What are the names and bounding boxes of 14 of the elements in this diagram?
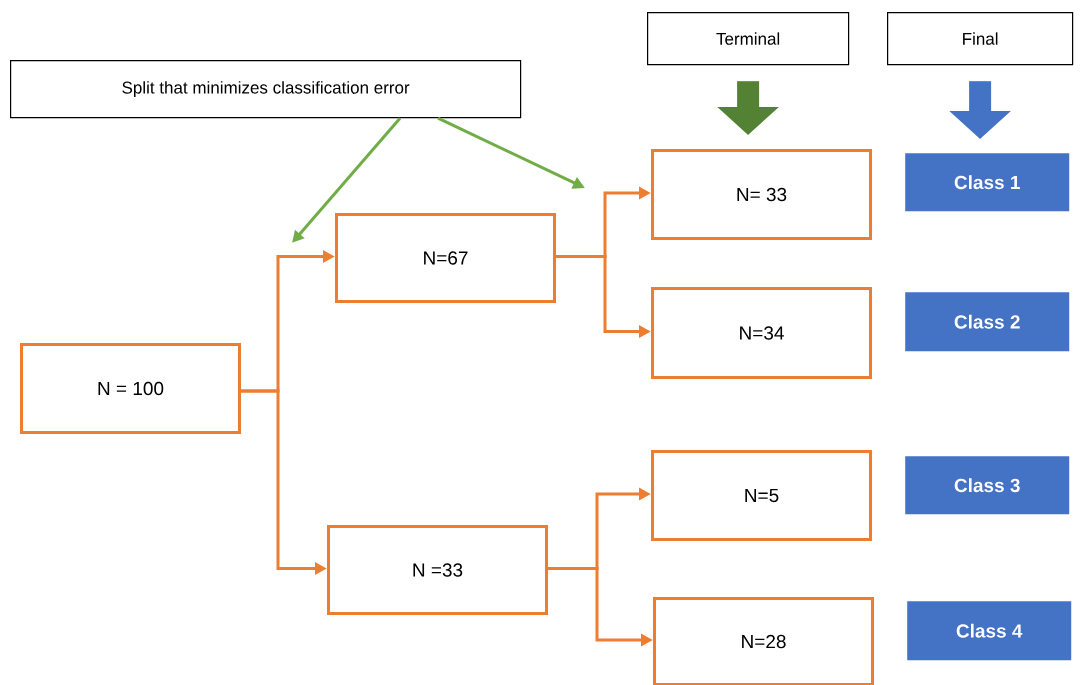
class-box: Class 3: [905, 456, 1070, 515]
node-box: N=67: [335, 213, 556, 303]
node-box: N=34: [651, 287, 872, 379]
node-box: N= 33: [651, 149, 872, 240]
class-box: Class 2: [905, 292, 1070, 352]
node-box: N=5: [651, 450, 872, 541]
label-box: Final: [887, 12, 1074, 66]
node-box: N = 100: [20, 343, 241, 434]
class-box: Class 1: [905, 153, 1070, 212]
label-box: Terminal: [647, 12, 850, 66]
class-box: Class 4: [907, 601, 1072, 661]
node-box: N=28: [653, 597, 874, 685]
node-box: N =33: [327, 525, 548, 615]
label-box: Split that minimizes classification error: [10, 60, 522, 119]
